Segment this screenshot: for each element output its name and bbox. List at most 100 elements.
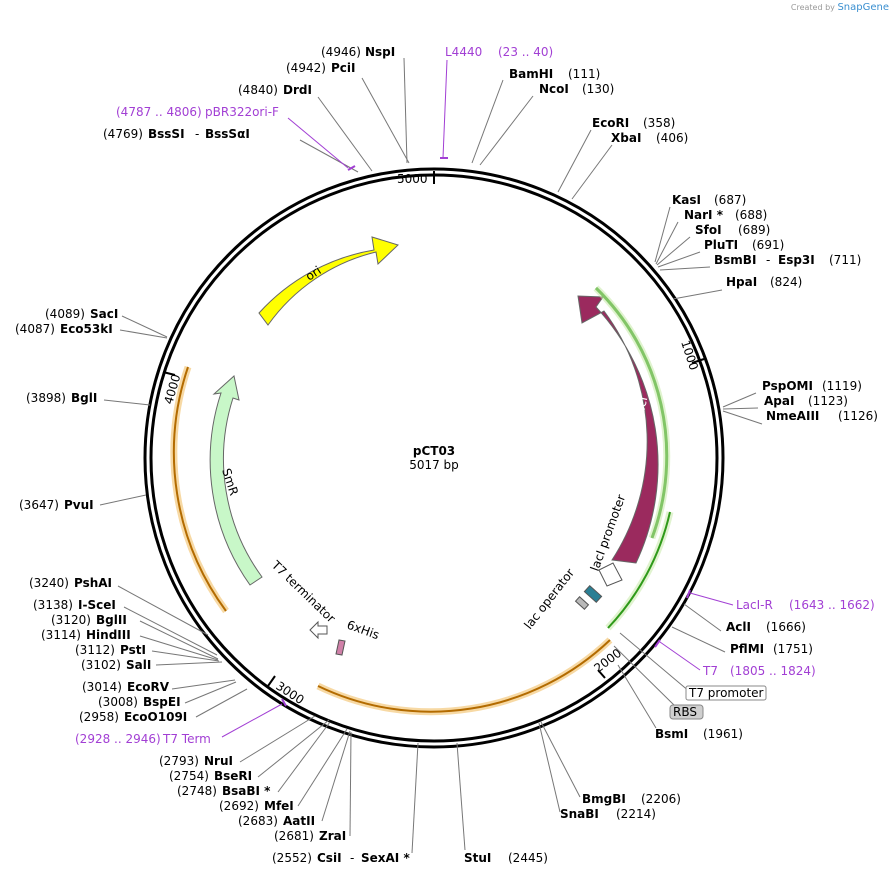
site-esp3i-name[interactable]: Esp3I — [778, 253, 815, 267]
site-acli-name[interactable]: AclI — [726, 620, 751, 634]
site-psti-name[interactable]: PstI — [120, 643, 146, 657]
primer-mark-t7 — [654, 639, 661, 648]
site-bsabi-name[interactable]: BsaBI * — [222, 784, 271, 798]
site-kasi-pos: (687) — [714, 193, 746, 207]
site-ecorv-pos: (3014) — [82, 680, 122, 694]
primer-t7term-name[interactable]: T7 Term — [162, 732, 211, 746]
site-hindiii-name[interactable]: HindIII — [86, 628, 131, 642]
snapgene-logo: SnapGene — [837, 2, 889, 13]
site-bgli-pos: (3898) — [26, 391, 66, 405]
site-labels-top: (4946) NspI (4942) PciI (4840) DrdI (478… — [103, 45, 688, 145]
site-ncoi-pos: (130) — [582, 82, 614, 96]
laci-promoter-glyph[interactable] — [598, 562, 623, 587]
site-pluti-name[interactable]: PluTI — [704, 238, 738, 252]
site-kasi-name[interactable]: KasI — [672, 193, 701, 207]
leader-bsmbi — [659, 266, 711, 271]
site-ecoo109i-name[interactable]: EcoO109I — [124, 710, 187, 724]
leader-bsabi — [277, 721, 331, 793]
site-csii-name[interactable]: CsiI — [317, 851, 342, 865]
site-eco53ki-name[interactable]: Eco53kI — [60, 322, 113, 336]
leader-nrui — [239, 715, 316, 763]
site-pvui-name[interactable]: PvuI — [64, 498, 94, 512]
site-bamhi-name[interactable]: BamHI — [509, 67, 553, 81]
site-bsmbi-dash: - — [766, 253, 770, 267]
leader-psti — [151, 650, 220, 662]
tick-1000 — [691, 358, 705, 364]
site-bsabi-pos: (2748) — [177, 784, 217, 798]
leader-bsssi — [299, 139, 359, 173]
primer-laci-r-name[interactable]: LacI-R — [736, 598, 773, 612]
site-hindiii-pos: (3114) — [41, 628, 81, 642]
site-i-scei-name[interactable]: I-SceI — [78, 598, 116, 612]
site-ncoi-name[interactable]: NcoI — [539, 82, 569, 96]
leader-bmgbi — [540, 721, 581, 798]
site-nmeaiii-name[interactable]: NmeAIII — [766, 409, 819, 423]
his6-glyph[interactable] — [335, 639, 346, 656]
t7-promoter-box[interactable] — [685, 685, 767, 701]
site-xbai-name[interactable]: XbaI — [611, 131, 641, 145]
site-bsmi-name[interactable]: BsmI — [655, 727, 688, 741]
site-pcii-name[interactable]: PciI — [331, 61, 356, 75]
site-drdi-name[interactable]: DrdI — [283, 83, 312, 97]
site-bsmbi-name[interactable]: BsmBI — [714, 253, 756, 267]
site-hpai-pos: (824) — [770, 275, 802, 289]
site-bspei-name[interactable]: BspEI — [143, 695, 181, 709]
primer-pbr322ori-f-name[interactable]: pBR322ori-F — [205, 105, 279, 119]
leader-ecori — [557, 129, 592, 193]
t7-terminator-glyph[interactable] — [309, 620, 328, 640]
site-snabi-name[interactable]: SnaBI — [560, 807, 599, 821]
site-mfei-name[interactable]: MfeI — [264, 799, 294, 813]
leader-ncoi — [479, 95, 534, 166]
rbs-box[interactable] — [669, 704, 704, 720]
site-sali-pos: (3102) — [81, 658, 121, 672]
site-bsmbi-pos: (711) — [829, 253, 861, 267]
primer-l4440-name[interactable]: L4440 — [445, 45, 482, 59]
site-i-scei-pos: (3138) — [33, 598, 73, 612]
primer-leader-laci-r — [689, 592, 734, 606]
site-bsssi-name[interactable]: BssSI — [148, 127, 185, 141]
site-pspomi-name[interactable]: PspOMI — [762, 379, 813, 393]
site-pshai-name[interactable]: PshAI — [74, 576, 112, 590]
site-sfoi-name[interactable]: SfoI — [695, 223, 722, 237]
site-bgli-name[interactable]: BglI — [71, 391, 97, 405]
site-bseri-name[interactable]: BseRI — [214, 769, 252, 783]
orange-orf-left — [172, 366, 227, 612]
site-bglii-name[interactable]: BglII — [96, 613, 127, 627]
orange-orf-bottom-glow — [316, 637, 613, 716]
lac-operator-glyph[interactable] — [583, 584, 603, 604]
primer-leader-t7 — [659, 641, 701, 671]
site-apai-pos: (1123) — [808, 394, 848, 408]
his6-label: 6xHis — [345, 618, 381, 643]
leader-hindiii — [139, 635, 219, 661]
site-nari-name[interactable]: NarI * — [684, 208, 724, 222]
site-ecori-name[interactable]: EcoRI — [592, 116, 629, 130]
ori-feature-arrow[interactable] — [258, 236, 399, 326]
site-xbai-pos: (406) — [656, 131, 688, 145]
leader-zrai — [349, 731, 352, 837]
leader-bamhi — [471, 79, 504, 164]
site-hpai-name[interactable]: HpaI — [726, 275, 757, 289]
site-saci-name[interactable]: SacI — [90, 307, 118, 321]
site-apai-name[interactable]: ApaI — [764, 394, 794, 408]
smr-feature-arrow[interactable] — [209, 375, 263, 586]
site-nspi-name[interactable]: NspI — [365, 45, 395, 59]
site-zrai-name[interactable]: ZraI — [319, 829, 346, 843]
primer-leader-t7term — [221, 703, 283, 738]
site-sexai-name[interactable]: SexAI * — [361, 851, 410, 865]
laci-feature-arrow[interactable] — [577, 295, 659, 564]
site-nrui-name[interactable]: NruI — [204, 754, 233, 768]
site-stui-pos: (2445) — [508, 851, 548, 865]
site-bmgbi-pos: (2206) — [641, 792, 681, 806]
primer-t7term-range: (2928 .. 2946) — [75, 732, 161, 746]
site-bmgbi-name[interactable]: BmgBI — [582, 792, 626, 806]
site-ecorv-name[interactable]: EcoRV — [127, 680, 170, 694]
site-stui-name[interactable]: StuI — [464, 851, 491, 865]
tick-label-1000: 1000 — [678, 339, 701, 372]
site-bsssi-name2[interactable]: BssSαI — [205, 127, 250, 141]
site-pflmi-name[interactable]: PflMI — [730, 642, 764, 656]
site-sali-name[interactable]: SalI — [126, 658, 151, 672]
site-aatii-name[interactable]: AatII — [283, 814, 315, 828]
primer-t7-name[interactable]: T7 — [702, 664, 718, 678]
leader-mfei — [297, 728, 348, 807]
site-pspomi-pos: (1119) — [822, 379, 862, 393]
